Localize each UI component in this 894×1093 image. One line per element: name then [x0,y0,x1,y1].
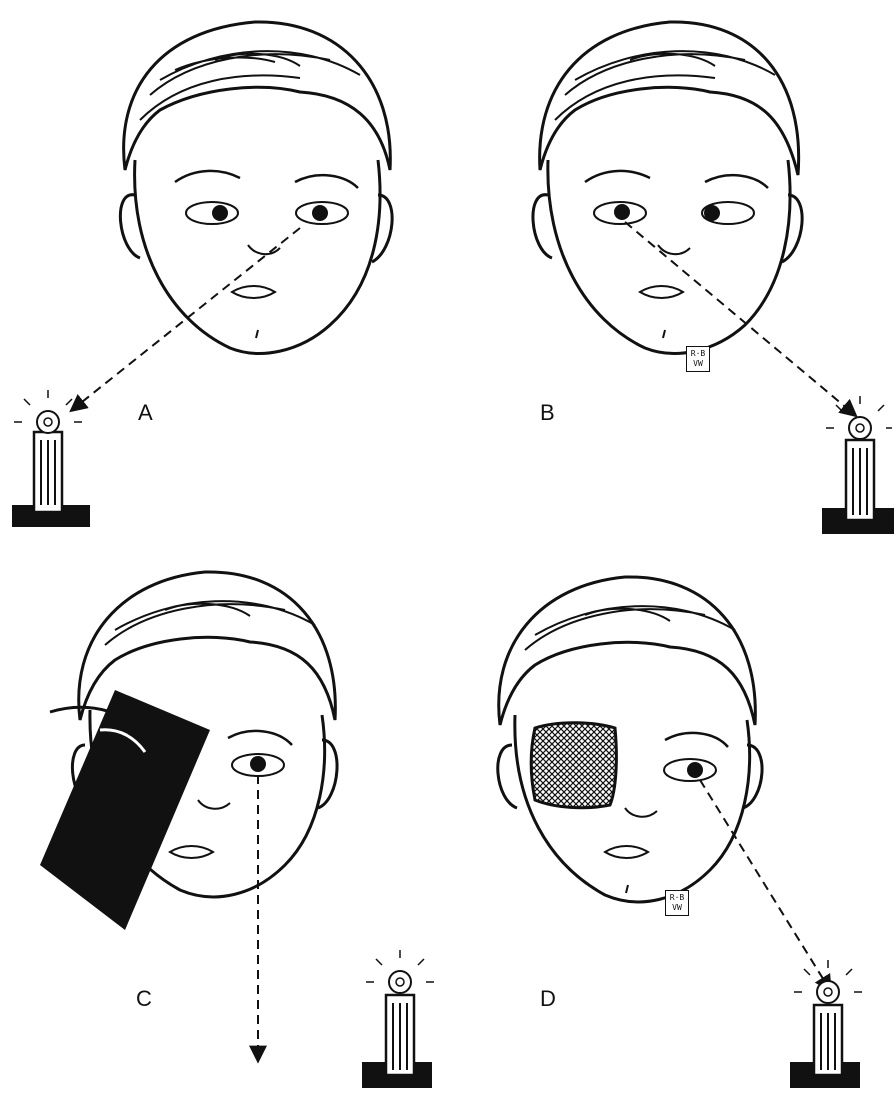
panel-b-face [533,22,802,353]
panel-a-face [120,22,392,353]
panel-label-a: A [138,402,153,424]
panel-b-penlight [822,396,894,534]
panel-d-eye-patch [531,723,616,808]
panel-a-gaze-arrow [72,228,300,410]
signature-line-1: R·B [666,893,688,903]
signature-line-2: VW [666,903,688,913]
signature-line-2: VW [687,359,709,369]
panel-c-occluder-card [40,690,210,930]
panel-label-c: C [136,988,152,1010]
panel-label-d: D [540,988,556,1010]
signature-line-1: R·B [687,349,709,359]
panel-b-gaze-arrow [625,222,855,415]
panel-d-penlight [790,960,862,1088]
panel-c-penlight [362,950,434,1088]
panel-a-penlight [12,390,90,527]
panel-label-b: B [540,402,555,424]
artist-signature-b: R·B VW [686,346,710,372]
panel-d-gaze-arrow [700,780,830,990]
artist-signature-d: R·B VW [665,890,689,916]
